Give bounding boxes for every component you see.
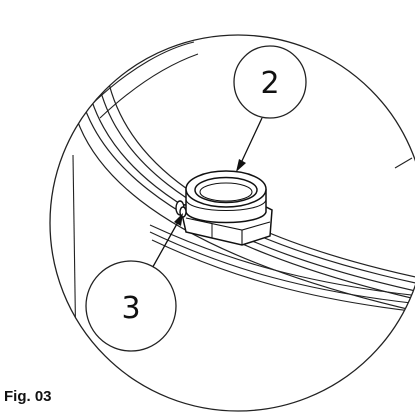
detail-view-circle [49, 34, 415, 412]
upper-rim-arcs [71, 35, 199, 119]
callout-balloon-2: 2 [233, 45, 307, 119]
seal-tab [175, 200, 187, 218]
callout-label-2: 2 [260, 66, 279, 101]
callout-balloon-3: 3 [85, 260, 177, 352]
lower-rim-arcs [149, 224, 415, 313]
right-edge-line [394, 157, 413, 169]
leader-line-2 [236, 117, 263, 172]
top-ring-inner [194, 176, 258, 204]
leader-line-3 [149, 213, 183, 273]
vertical-edge-line [72, 154, 77, 361]
callout-label-3: 3 [121, 291, 140, 326]
bung-fitting [179, 170, 273, 246]
figure-caption: Fig. 03 [4, 388, 52, 405]
